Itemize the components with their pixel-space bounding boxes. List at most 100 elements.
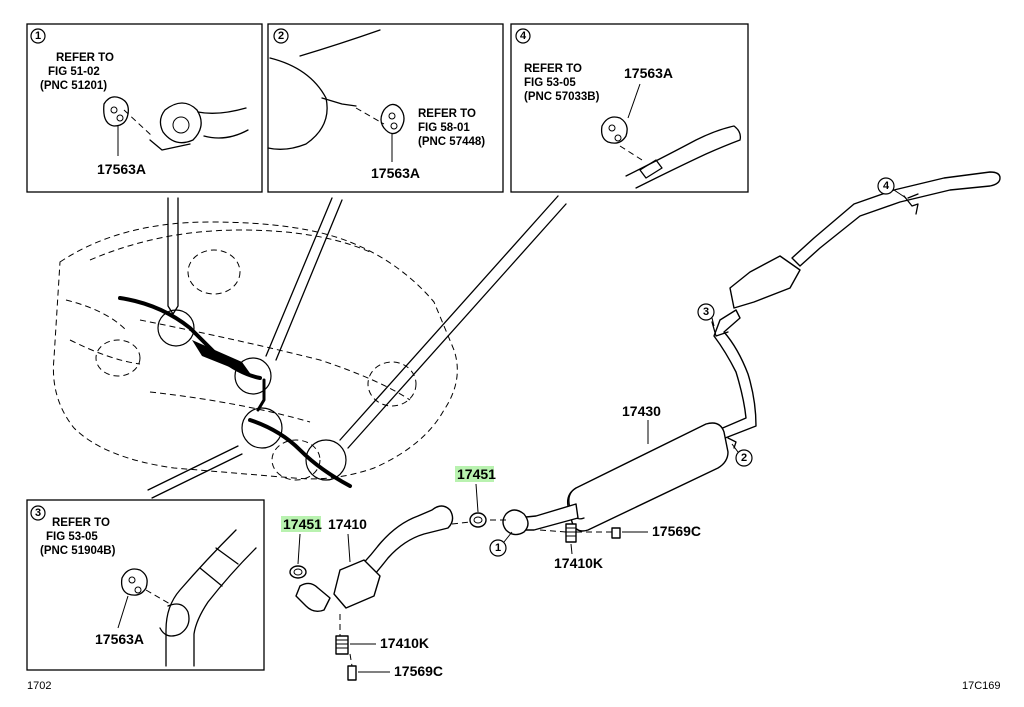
callout-2-circle <box>735 449 753 467</box>
inset-3-bracket <box>159 603 190 637</box>
inset-2: 2 REFER TO FIG 58-01 (PNC 57448) 17563A <box>267 23 504 193</box>
callout-1: 1 <box>495 542 501 554</box>
gasket-lower-hole <box>293 568 303 576</box>
gasket-upper-hole <box>473 516 483 524</box>
inset-1-ref-line-2: FIG 51-02 <box>48 66 100 78</box>
front-pipe-flange <box>295 582 331 613</box>
inset-1-pipe <box>197 107 249 139</box>
car-wheel-front-right <box>367 361 417 407</box>
part-label-front-pipe: 17410 <box>328 516 367 532</box>
inset-2-ref-line-2: FIG 58-01 <box>418 122 470 134</box>
car-zoom-circle-3 <box>241 407 283 449</box>
footer-right-code: 17C169 <box>962 680 1001 692</box>
inset-1-part-label: 17563A <box>97 161 146 177</box>
car-exhaust-joint <box>256 378 266 412</box>
muffler-inlet-flange <box>502 509 529 536</box>
callout-3: 3 <box>703 306 709 318</box>
inset-4-pipe <box>625 125 742 189</box>
inset-4-number-circle <box>515 28 531 44</box>
inset-4-hanger <box>600 116 628 144</box>
inset-3-hanger-hole-2 <box>134 586 142 594</box>
inset-2-hanger-hole <box>388 112 396 120</box>
gasket-lower <box>289 565 307 579</box>
callout-3-circle <box>697 303 715 321</box>
inset-2-muffler <box>267 57 328 150</box>
catalytic-converter <box>333 559 381 609</box>
spring-lower-coils <box>336 639 348 649</box>
inset-1-dash <box>123 109 153 137</box>
callout-3-leader <box>711 317 715 327</box>
inset-2-rod <box>321 97 357 107</box>
gasket-lower-highlight <box>281 516 321 532</box>
inset-1-hanger <box>103 96 129 127</box>
car-wheel-rear-left <box>187 249 241 295</box>
inset-4-ref-line-2: FIG 53-05 <box>524 77 576 89</box>
inset-3-ref-line-2: FIG 53-05 <box>46 531 98 543</box>
inset-2-hanger <box>380 103 405 135</box>
inset-4-ref-line-1: REFER TO <box>524 63 582 75</box>
callout-1-leader <box>503 531 513 543</box>
part-label-gasket-upper: 17451 <box>457 466 496 482</box>
car-zoom-circle-2 <box>234 357 272 395</box>
inset-2-muffler-edge <box>299 29 381 57</box>
inset-4: 4 REFER TO FIG 53-05 (PNC 57033B) 17563A <box>510 23 749 193</box>
car-exhaust-front <box>248 418 352 488</box>
inset-3-ref-line-3: (PNC 51904B) <box>40 545 116 557</box>
part-label-bolt-upper: 17569C <box>652 523 701 539</box>
callout-2: 2 <box>741 452 747 464</box>
arrow-to-inset-1 <box>167 197 179 315</box>
inset-2-ref-line-1: REFER TO <box>418 108 476 120</box>
inset-2-hanger-hole-2 <box>390 122 398 130</box>
inset-3-number-circle <box>30 505 46 521</box>
inset-3-pipe <box>165 529 257 667</box>
inset-2-part-label: 17563A <box>371 165 420 181</box>
inset-4-dash <box>619 145 643 161</box>
inset-4-part-label: 17563A <box>624 65 673 81</box>
inset-3-number: 3 <box>35 507 41 519</box>
car-wheel-rear-right <box>95 339 141 377</box>
inset-2-number-circle <box>273 28 289 44</box>
spring-upper-leader <box>570 543 573 555</box>
inset-3-ref-line-1: REFER TO <box>52 517 110 529</box>
inset-3-dash <box>145 589 171 605</box>
inset-1-hanger-hole <box>110 106 118 114</box>
inset-1-ref-line-1: REFER TO <box>56 52 114 64</box>
inset-1-number-circle <box>30 28 46 44</box>
hanger-bracket-4 <box>903 193 919 215</box>
tailpipe <box>791 171 1001 267</box>
inset-1-flange-hole <box>172 116 190 134</box>
front-pipe-leader <box>347 533 351 563</box>
part-labels: 17430 17451 17451 17410 17410K 17569C 17… <box>281 403 701 679</box>
car-bumper <box>65 299 141 365</box>
part-label-muffler: 17430 <box>622 403 661 419</box>
hanger-bracket-3 <box>711 321 729 337</box>
spring-lower <box>335 635 349 655</box>
main-muffler <box>566 422 729 532</box>
inset-4-bracket <box>639 159 663 179</box>
inset-3-part-label: 17563A <box>95 631 144 647</box>
arrow-to-inset-3 <box>147 445 243 499</box>
inset-2-ref-line-3: (PNC 57448) <box>418 136 485 148</box>
inset-2-number: 2 <box>278 30 284 42</box>
hanger-bracket-2 <box>727 437 737 449</box>
inset-1-hanger-hole-2 <box>116 114 124 122</box>
car-exhaust-rear <box>118 296 262 380</box>
assembly-dash-lines <box>339 519 612 667</box>
gasket-lower-leader <box>297 533 301 565</box>
callout-4-leader <box>893 189 907 199</box>
inset-4-hanger-hole-2 <box>614 134 622 142</box>
car-zoom-circle-4 <box>305 439 347 481</box>
inset-3-hanger <box>120 568 148 596</box>
inset-1-flange <box>159 102 202 144</box>
gasket-upper <box>469 512 487 528</box>
part-label-spring-upper: 17410K <box>554 555 603 571</box>
inset-4-leader <box>627 83 641 119</box>
exhaust-system: 4 3 2 1 <box>289 171 1001 681</box>
callout-1-circle <box>489 539 507 557</box>
part-label-gasket-lower: 17451 <box>283 516 322 532</box>
bolt-lower <box>347 665 357 681</box>
part-label-spring-lower: 17410K <box>380 635 429 651</box>
callout-2-leader <box>731 443 739 453</box>
inset-3-frame <box>26 499 265 671</box>
